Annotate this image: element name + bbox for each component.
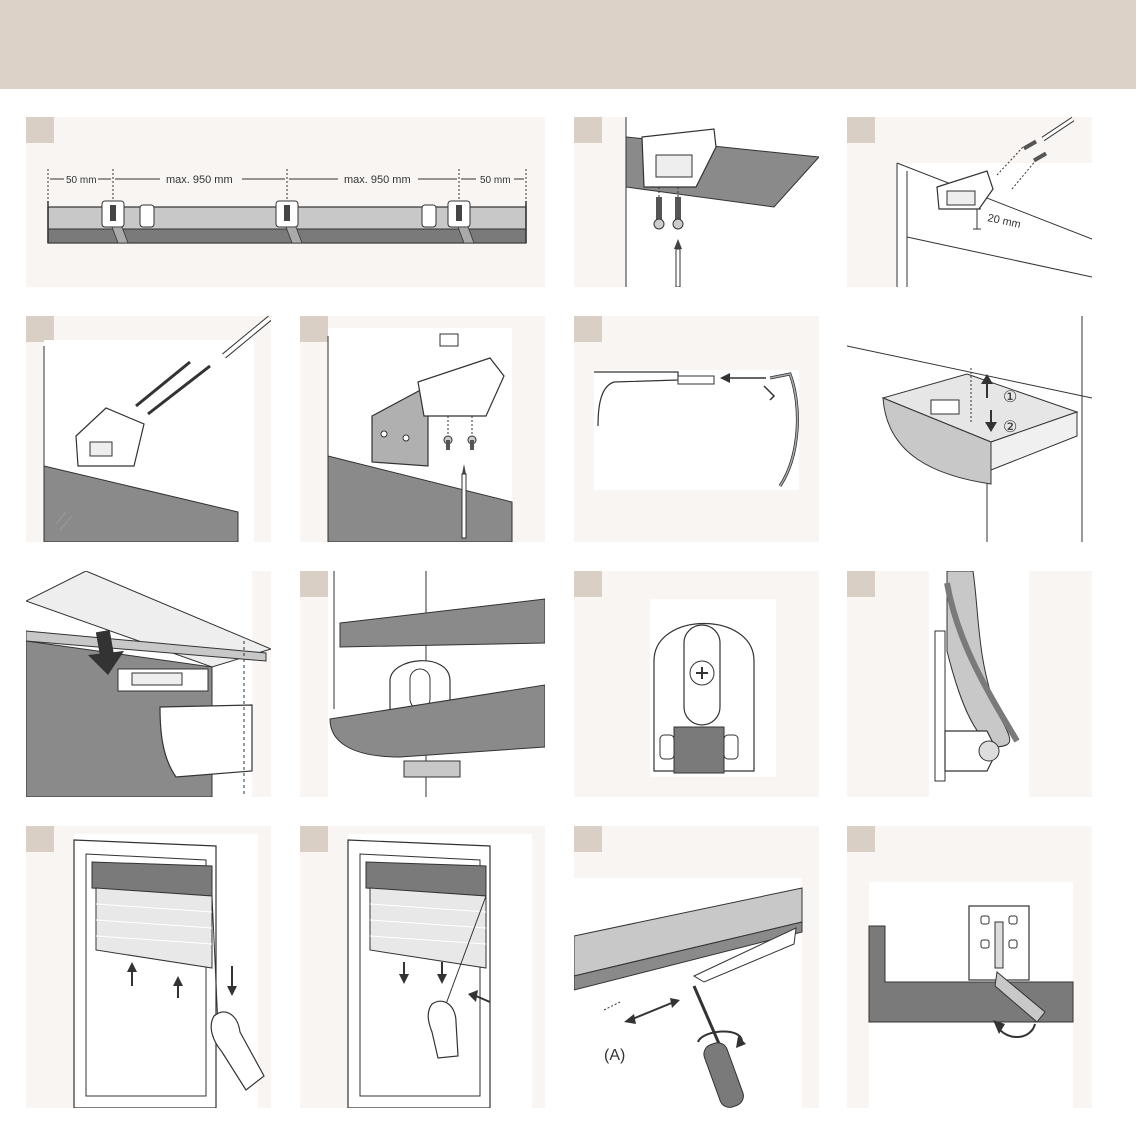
clip-rail-closeup-diagram [300,571,545,797]
clip-front-view-diagram [574,571,819,797]
step-panel-14: (A) [574,826,819,1108]
step-panel-11 [847,571,1092,797]
screwdriver-icon [1043,119,1073,139]
header-bar [0,0,1136,89]
adjust-rail-screwdriver-diagram: (A) [574,826,819,1108]
step-panel-9 [300,571,545,797]
rail-bracket-spacing-diagram: 50 mm max. 950 mm max. 950 mm 50 mm [26,117,545,287]
step-panel-3: 20 mm [847,117,1092,287]
step-panel-8 [26,571,271,797]
step-panel-13 [300,826,545,1108]
lower-blind-diagram [300,826,545,1108]
dimension-right: 50 mm [480,175,511,186]
screwdriver-icon [462,464,466,538]
step-panel-7: ① ② [847,316,1092,542]
step-panel-2 [574,117,819,287]
step-panel-5 [300,316,545,542]
dimension-middle-2: max. 950 mm [344,174,411,186]
bracket [118,669,208,691]
clip [654,624,754,774]
step-panel-15 [847,826,1092,1108]
bracket-ceiling-mount-diagram: 20 mm [847,117,1092,287]
step-panel-1: 50 mm max. 950 mm max. 950 mm 50 mm [26,117,545,287]
label-a: (A) [604,1047,625,1064]
step-panel-12 [26,826,271,1108]
angled-bracket-mount-diagram [26,316,271,542]
step-panel-4 [26,316,271,542]
bracket [931,400,959,414]
clip-side-view-diagram [847,571,1092,797]
press-clip-into-rail-diagram [26,571,271,797]
rail-profile-clip-diagram [574,316,819,542]
step-panel-10 [574,571,819,797]
marker-1: ① [1003,389,1017,406]
bracket [969,906,1029,980]
step-panel-6 [574,316,819,542]
bracket-screw-mount-diagram [574,117,819,287]
raise-blind-diagram [26,826,271,1108]
dimension-middle-1: max. 950 mm [166,174,233,186]
clip-1 [140,205,154,227]
wall-bracket-mount-diagram [300,316,545,542]
rail-attach-detach-diagram: ① ② [847,316,1092,542]
marker-2: ② [1003,419,1017,436]
release-clip-diagram [847,826,1092,1108]
clip-2 [422,205,436,227]
dimension-left: 50 mm [66,175,97,186]
